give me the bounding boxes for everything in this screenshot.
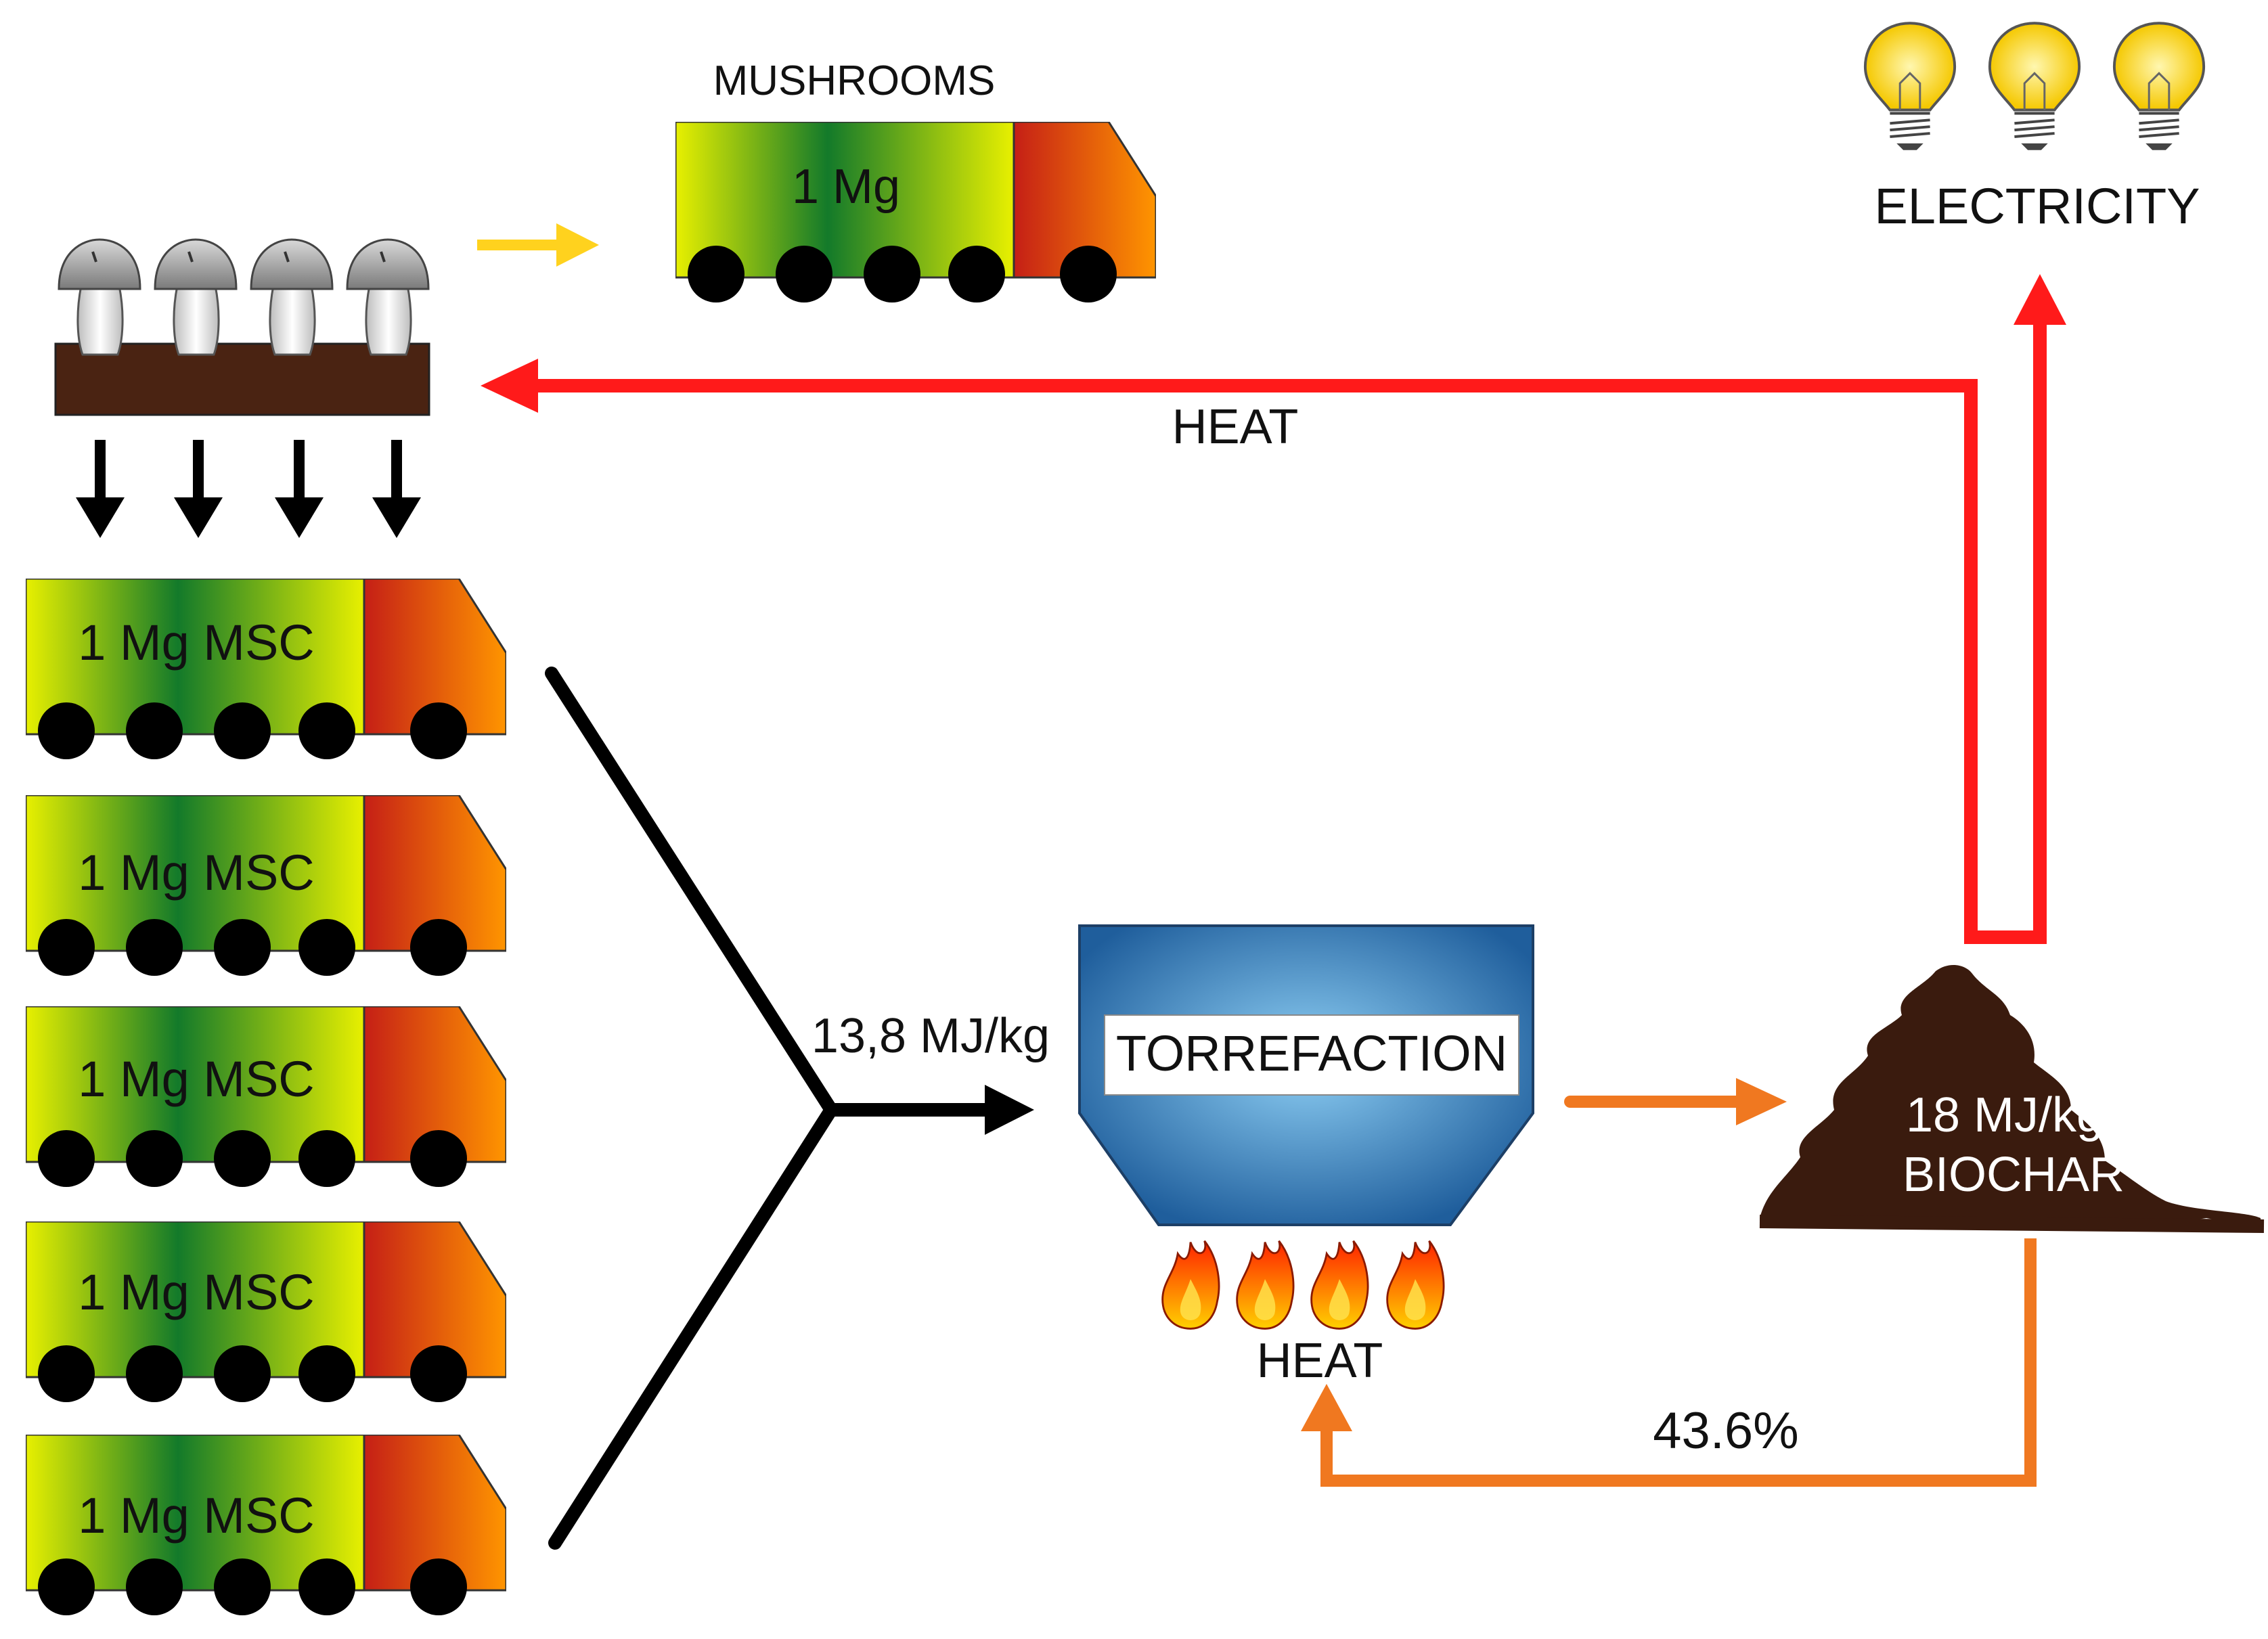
lightbulb-icon <box>1863 22 1957 152</box>
flame-icon <box>1236 1240 1295 1330</box>
msc-truck-column: 1 Mg MSC 1 Mg MSC 1 Mg MSC 1 Mg MSC 1 Mg… <box>26 579 506 1617</box>
flames <box>1161 1240 1445 1330</box>
msc-truck: 1 Mg MSC <box>26 1006 506 1188</box>
feedback-percent-label: 43.6% <box>1653 1402 1799 1460</box>
biochar-energy-label: 18 MJ/kg <box>1906 1088 2104 1142</box>
mushroom-flow-arrow <box>477 223 599 267</box>
msc-truck-label: 1 Mg MSC <box>78 845 315 901</box>
msc-truck: 1 Mg MSC <box>26 579 506 761</box>
lightbulb-icon <box>1988 22 2081 152</box>
msc-truck-label: 1 Mg MSC <box>78 614 315 671</box>
heat-return-loop <box>528 321 2047 944</box>
biochar-output-arrow <box>1564 1078 1787 1125</box>
msc-truck-label: 1 Mg MSC <box>78 1264 315 1320</box>
electricity-bulbs <box>1863 22 2206 152</box>
torrefaction-reactor: TORREFACTION <box>1078 924 1534 1226</box>
msc-truck: 1 Mg MSC <box>26 1221 506 1404</box>
mushroom-icon <box>59 240 140 355</box>
flame-icon <box>1310 1240 1369 1330</box>
lightbulb-icon <box>2112 22 2206 152</box>
heat-bottom-label: HEAT <box>1257 1334 1383 1388</box>
flame-icon <box>1161 1240 1220 1330</box>
mushroom-icon <box>347 240 428 355</box>
down-arrows <box>76 440 421 538</box>
heat-feedback-loop <box>1320 1238 2037 1487</box>
heat-top-label: HEAT <box>1172 400 1299 454</box>
torrefaction-label-box <box>1104 1014 1519 1096</box>
biochar-pile: 18 MJ/kg BIOCHAR <box>1759 964 2265 1233</box>
mushroom-truck: 1 Mg <box>675 122 1156 304</box>
truck-icon <box>675 122 1156 304</box>
electricity-arrow-head <box>2014 274 2066 325</box>
electricity-label: ELECTRICITY <box>1874 178 2200 234</box>
flame-icon <box>1386 1240 1445 1330</box>
energy-input-label: 13,8 MJ/kg <box>811 1009 1050 1063</box>
heat-arrow-head <box>481 359 538 413</box>
msc-truck: 1 Mg MSC <box>26 1435 506 1617</box>
mushroom-bed <box>54 240 430 416</box>
feedback-arrow-head <box>1301 1384 1352 1431</box>
mushroom-truck-label: 1 Mg <box>792 160 900 214</box>
msc-truck-label: 1 Mg MSC <box>78 1487 315 1544</box>
torrefaction-label: TORREFACTION <box>1116 1025 1507 1081</box>
msc-convergence-lines <box>545 667 998 1550</box>
msc-truck-label: 1 Mg MSC <box>78 1051 315 1107</box>
mushroom-icon <box>155 240 236 355</box>
mushrooms-label: MUSHROOMS <box>713 58 996 104</box>
msc-truck: 1 Mg MSC <box>26 795 506 977</box>
mushroom-icon <box>251 240 332 355</box>
biochar-label: BIOCHAR <box>1903 1148 2125 1202</box>
feed-arrow-head <box>985 1085 1034 1135</box>
